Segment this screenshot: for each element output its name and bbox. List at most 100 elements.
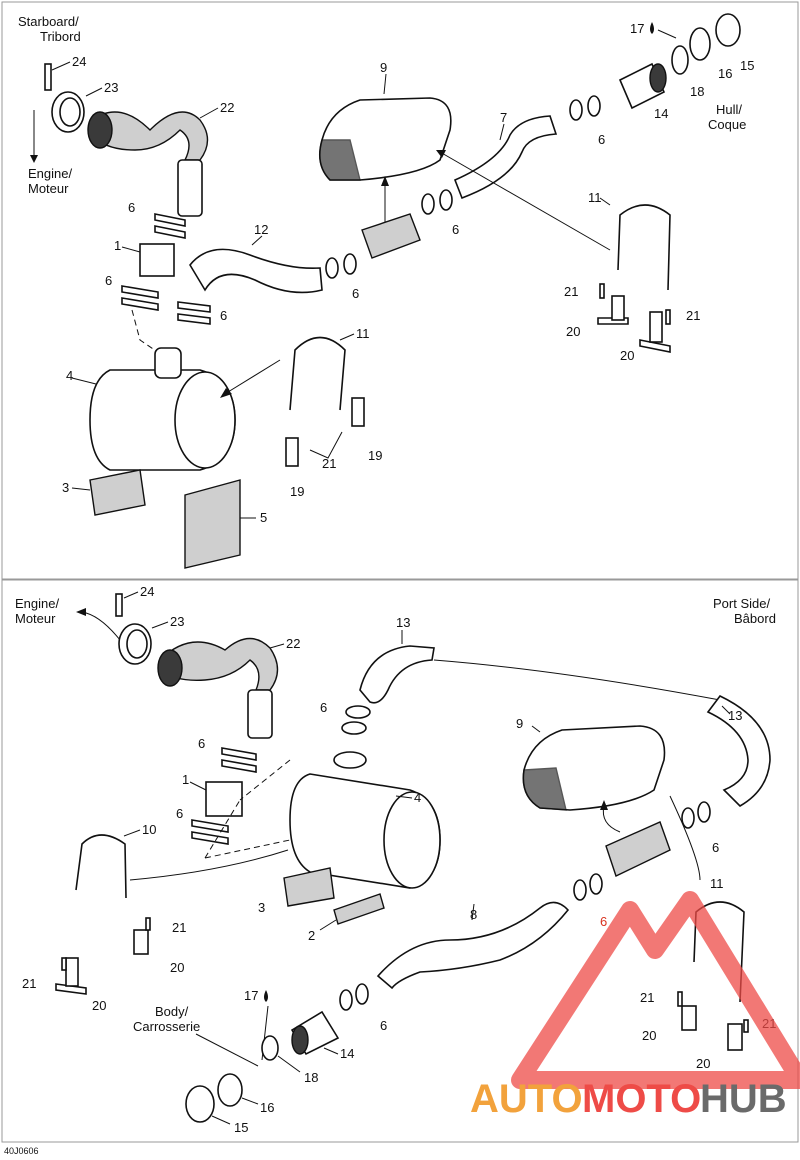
callout-21a-bottom: 21 <box>172 920 186 935</box>
clamp-6-j-top <box>439 189 453 211</box>
dash-guide-bottom <box>204 759 291 859</box>
oring-18-top <box>671 45 689 75</box>
callout-15-bottom: 15 <box>234 1120 248 1135</box>
pipe-8-bottom <box>376 901 570 990</box>
bracket-19-b-top <box>351 397 365 427</box>
nut-15-top <box>715 13 741 47</box>
bracket-20-b-upright-bottom <box>65 957 79 987</box>
clamp-6-c-top <box>121 285 159 299</box>
bolt-21-b-bottom <box>61 957 67 971</box>
callout-8-bottom: 8 <box>470 907 477 922</box>
cover-9-shade-bottom <box>522 767 567 811</box>
support-5-top <box>184 479 241 569</box>
clamp-23-inner-top <box>59 97 81 127</box>
callout-20d-bottom: 20 <box>696 1056 710 1071</box>
lead-22-top <box>199 107 219 119</box>
callout-24-bottom: 24 <box>140 584 154 599</box>
callout-4-top: 4 <box>66 368 73 383</box>
callout-17-top: 17 <box>630 21 644 36</box>
watermark-text-auto: AUTO <box>470 1077 583 1121</box>
muffler-4-inlet-bottom <box>333 751 367 769</box>
pipe-7-top <box>453 115 558 200</box>
callout-23-top: 23 <box>104 80 118 95</box>
lead-2-bottom <box>319 919 337 931</box>
bottom-panel: Engine/ Moteur Port Side/ Bâbord Body/ C… <box>15 584 776 1135</box>
lead-22-bottom <box>269 643 285 649</box>
clamp-6-k-top <box>569 99 583 121</box>
arrowhead-muffler-top <box>220 388 232 398</box>
perforated-pipe-top <box>361 213 421 259</box>
engine-arrowhead-bottom <box>76 608 86 616</box>
callout-6e-bottom: 6 <box>712 840 719 855</box>
callout-20b-bottom: 20 <box>92 998 106 1013</box>
lead-11a-top <box>339 333 355 341</box>
bolt-21-a-bottom <box>145 917 151 931</box>
bottom-body-label-2: Carrosserie <box>133 1019 200 1034</box>
muffler-4-inlet-top <box>154 347 182 379</box>
clamp-23-inner-bottom <box>126 629 148 659</box>
elbow-pipe-22-end-top <box>87 111 113 149</box>
cover-9-shade-top <box>319 139 361 181</box>
clamp-6-h-bottom <box>589 873 603 895</box>
callout-6b-top: 6 <box>105 273 112 288</box>
clamp-6-j-bottom <box>697 801 711 823</box>
clamp-6-g-bottom <box>573 879 587 901</box>
top-panel: Starboard/ Tribord Engine/ Moteur Hull/ … <box>18 13 754 569</box>
callout-19b-top: 19 <box>368 448 382 463</box>
lead-11b-top <box>599 197 611 206</box>
muffler-4-end-top <box>174 371 236 469</box>
callout-14-bottom: 14 <box>340 1046 354 1061</box>
lead-14-bottom <box>323 1047 339 1055</box>
bracket-20-b-top <box>639 339 671 353</box>
bottom-side-label-1: Port Side/ <box>713 596 770 611</box>
hose-13-b-bottom <box>706 694 771 807</box>
top-hull-label-1: Hull/ <box>716 102 742 117</box>
callout-6a-top: 6 <box>128 200 135 215</box>
watermark-logo: AUTO MOTO HUB <box>470 891 800 1121</box>
top-panel-frame <box>1 1 799 580</box>
arrowhead-strap-cover-top <box>436 150 446 158</box>
callout-7-top: 7 <box>500 110 507 125</box>
top-side-label-2: Tribord <box>40 29 81 44</box>
top-engine-label-2: Moteur <box>28 181 69 196</box>
sealant-drop-icon-top <box>650 22 654 34</box>
callout-9-top: 9 <box>380 60 387 75</box>
watermark-text-hub: HUB <box>700 1077 787 1121</box>
clamp-6-l-bottom <box>355 983 369 1005</box>
bracket-20-a-bottom <box>133 929 149 955</box>
top-side-label-1: Starboard/ <box>18 14 79 29</box>
callout-13b-bottom: 13 <box>728 708 742 723</box>
top-engine-label-1: Engine/ <box>28 166 72 181</box>
watermark-triangle-icon <box>511 891 800 1089</box>
callout-6e-top: 6 <box>452 222 459 237</box>
hose-12-top <box>189 248 323 294</box>
lead-7-top <box>499 123 505 141</box>
clamp-6-g-top <box>325 257 339 279</box>
bolt-21-c-bottom <box>677 991 683 1007</box>
lead-17-top <box>657 29 677 39</box>
callout-9-bottom: 9 <box>516 716 523 731</box>
oring-18-bottom <box>261 1035 279 1061</box>
strap-10-link-bottom <box>129 849 289 881</box>
sealant-drop-icon-bottom <box>264 990 268 1002</box>
arrow-to-muffler-top <box>227 359 281 393</box>
callout-6c-top: 6 <box>220 308 227 323</box>
strap-11-a-top <box>289 336 346 411</box>
arrow-strap-to-cover-top <box>439 151 611 251</box>
elbow-pipe-22-neck-top <box>177 159 203 217</box>
bolt-21-b-top <box>665 309 671 325</box>
clamp-6-b-top <box>154 225 186 239</box>
bottom-side-label-2: Bâbord <box>734 611 776 626</box>
bottom-panel-frame <box>1 579 799 1143</box>
pin-24-bottom <box>115 593 123 617</box>
support-3-bottom <box>283 867 335 907</box>
callout-6a-bottom: 6 <box>198 736 205 751</box>
clamp-6-f-top <box>177 313 211 325</box>
bracket-20-d-bottom <box>727 1023 743 1051</box>
bracket-20-a-upright-top <box>611 295 625 321</box>
engine-arrowhead-top <box>30 155 38 163</box>
callout-22-top: 22 <box>220 100 234 115</box>
lead-13b-bottom <box>721 705 731 715</box>
elbow-pipe-22-end-bottom <box>157 649 183 687</box>
elbow-pipe-22-neck-bottom <box>247 689 273 739</box>
